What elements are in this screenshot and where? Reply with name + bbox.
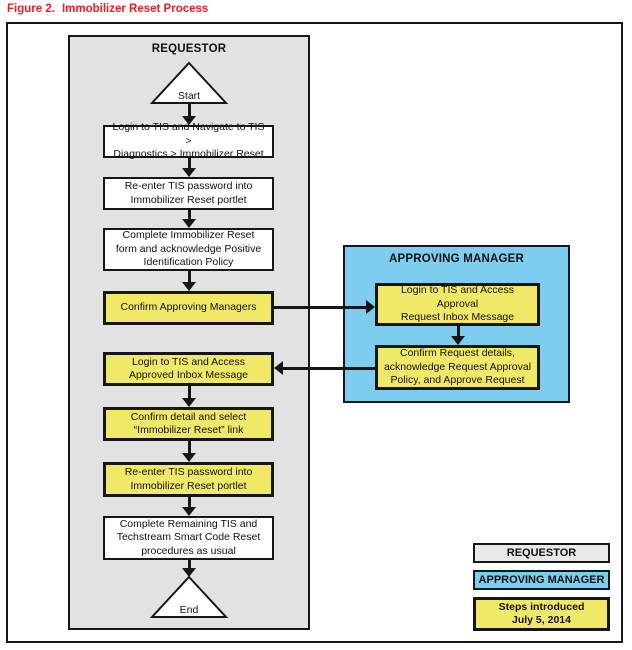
legend-requestor-label: REQUESTOR: [506, 547, 577, 559]
lane-requestor-title: REQUESTOR: [151, 43, 227, 55]
step-complete-remaining-procedures-label: Complete Remaining TIS and Techstream Sm…: [116, 517, 261, 557]
start-node: Start: [149, 60, 229, 106]
arrow-confirm-detail-to-reenter-icon: [182, 441, 196, 462]
step-confirm-detail-select-link-label: Confirm detail and select “Immobilizer R…: [130, 410, 247, 437]
lane-approving-manager-title: APPROVING MANAGER: [388, 253, 525, 265]
step-login-approval-request-inbox-label: Login to TIS and Access Approval Request…: [400, 284, 515, 324]
figure-caption-title: Immobilizer Reset Process: [61, 3, 209, 15]
step-login-approved-inbox-label: Login to TIS and Access Approved Inbox M…: [128, 355, 249, 382]
step-complete-remaining-procedures: Complete Remaining TIS and Techstream Sm…: [103, 516, 274, 560]
arrow-complete-form-to-confirm-managers-icon: [182, 271, 196, 291]
arrow-start-to-login-icon: [182, 103, 196, 125]
step-login-approved-inbox: Login to TIS and Access Approved Inbox M…: [103, 352, 274, 386]
step-confirm-request-approve-label: Confirm Request details, acknowledge Req…: [383, 347, 532, 387]
arrow-approved-inbox-to-confirm-detail-icon: [182, 386, 196, 407]
arrow-approval-inbox-to-confirm-request-icon: [451, 326, 465, 345]
step-login-navigate-tis: Login to TIS and Navigate to TIS > Diagn…: [103, 121, 274, 160]
step-confirm-approving-managers: Confirm Approving Managers: [103, 291, 274, 325]
arrow-complete-remaining-to-end-icon: [182, 560, 196, 577]
legend-new-steps-label: Steps introduced July 5, 2014: [498, 600, 585, 627]
step-reenter-password-1: Re-enter TIS password into Immobilizer R…: [103, 177, 274, 210]
step-confirm-detail-select-link: Confirm detail and select “Immobilizer R…: [103, 407, 274, 441]
legend-approving-manager-label: APPROVING MANAGER: [478, 574, 605, 586]
step-complete-reset-form: Complete Immobilizer Reset form and ackn…: [103, 228, 274, 271]
arrow-login-to-reenter-icon: [182, 158, 196, 177]
step-confirm-approving-managers-label: Confirm Approving Managers: [120, 301, 257, 314]
step-reenter-password-2: Re-enter TIS password into Immobilizer R…: [103, 462, 274, 497]
step-complete-reset-form-label: Complete Immobilizer Reset form and ackn…: [115, 229, 262, 269]
step-confirm-request-approve: Confirm Request details, acknowledge Req…: [375, 345, 540, 390]
start-label: Start: [178, 90, 200, 102]
arrow-reenter-to-complete-form-icon: [182, 210, 196, 228]
arrow-approve-request-to-approved-inbox-icon: [274, 361, 375, 375]
step-login-navigate-tis-label: Login to TIS and Navigate to TIS > Diagn…: [112, 121, 265, 161]
legend-approving-manager: APPROVING MANAGER: [473, 570, 610, 590]
end-node: End: [149, 574, 229, 620]
step-login-approval-request-inbox: Login to TIS and Access Approval Request…: [375, 283, 540, 326]
legend-new-steps: Steps introduced July 5, 2014: [473, 597, 610, 631]
figure-caption: Figure 2. Immobilizer Reset Process: [7, 3, 208, 15]
step-reenter-password-2-label: Re-enter TIS password into Immobilizer R…: [124, 466, 253, 492]
arrow-confirm-managers-to-approval-inbox-icon: [274, 300, 375, 314]
end-triangle-shape: [149, 575, 229, 618]
arrow-reenter-to-complete-remaining-icon: [182, 497, 196, 516]
figure-caption-label: Figure 2.: [7, 3, 55, 15]
end-label: End: [180, 604, 199, 616]
step-reenter-password-1-label: Re-enter TIS password into Immobilizer R…: [124, 180, 253, 206]
legend-requestor: REQUESTOR: [473, 543, 610, 563]
